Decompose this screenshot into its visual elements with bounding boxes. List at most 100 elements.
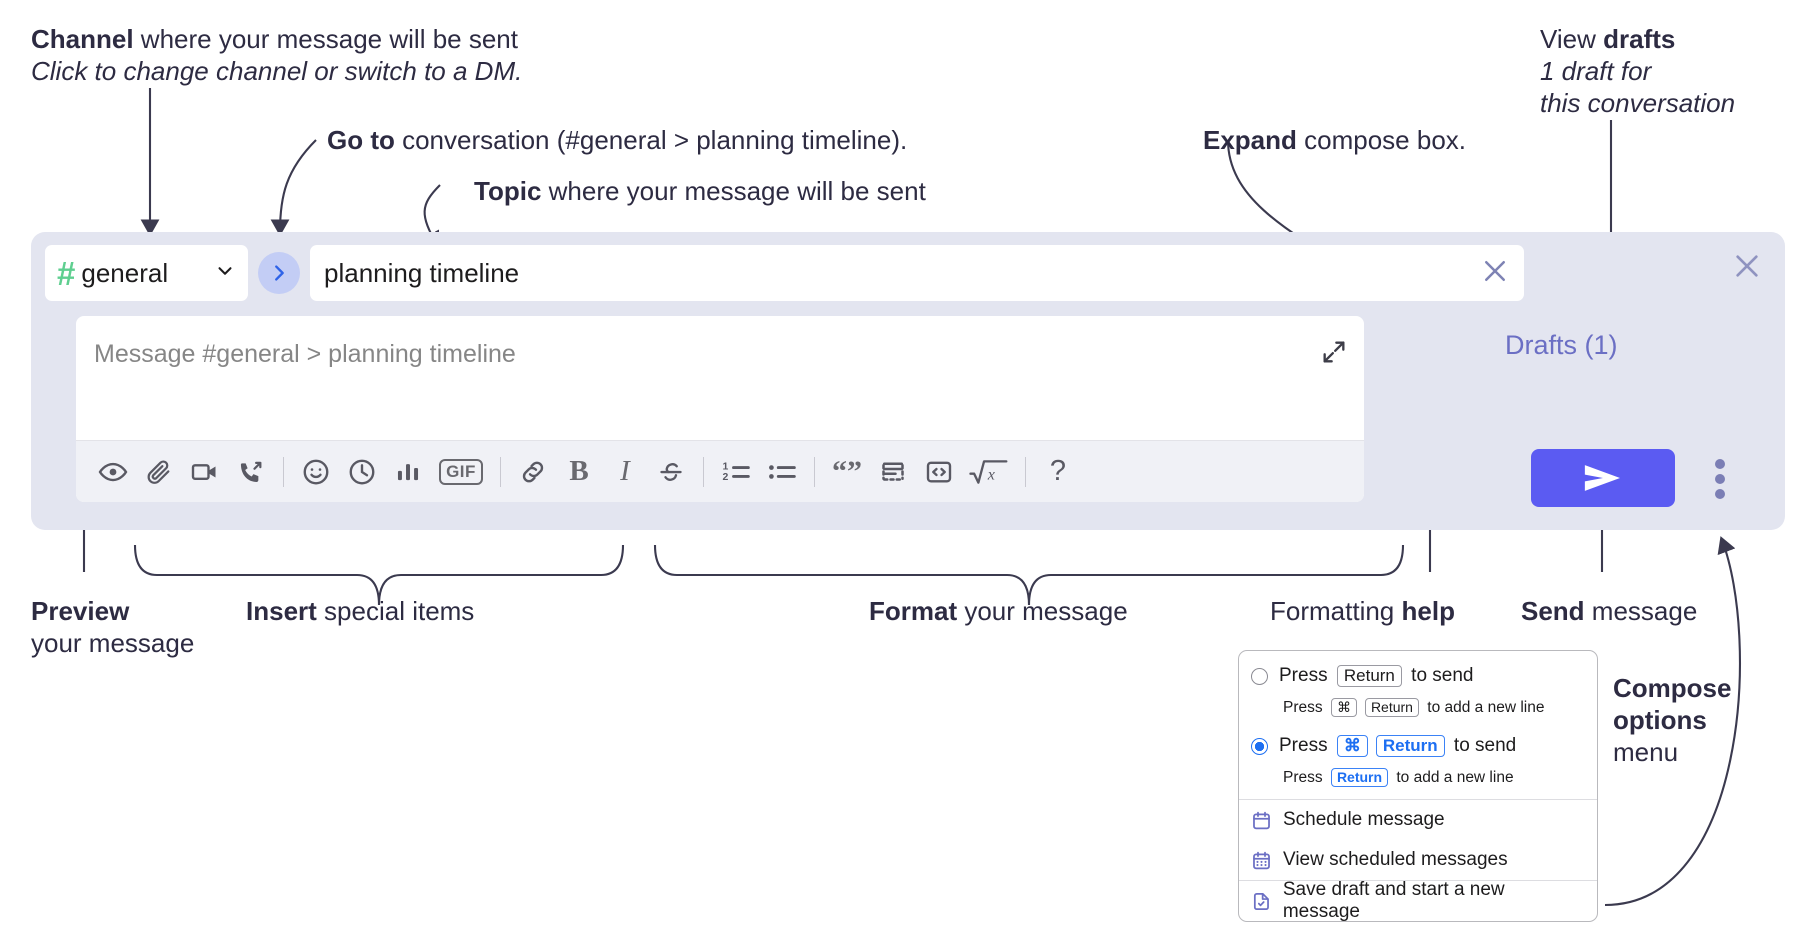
option-pre: Press	[1279, 665, 1333, 686]
radio-icon[interactable]	[1251, 667, 1268, 685]
annotation-send-rest: message	[1584, 596, 1698, 626]
menu-item-label: Schedule message	[1283, 809, 1445, 830]
link-icon[interactable]	[510, 449, 556, 495]
drafts-link[interactable]: Drafts (1)	[1505, 330, 1618, 360]
annotation-format-bold: Format	[869, 596, 958, 626]
reminder-icon[interactable]	[339, 449, 385, 495]
annotation-preview: Preview your message	[31, 595, 194, 659]
menu-divider	[1239, 880, 1597, 881]
divider	[703, 456, 704, 487]
annotation-format-rest: your message	[957, 596, 1128, 626]
annotation-goto: Go to conversation (#general > planning …	[327, 124, 907, 156]
annotation-drafts-lead: View	[1540, 24, 1604, 54]
option-post: to send	[1405, 665, 1474, 686]
huddle-icon[interactable]	[228, 449, 274, 495]
message-placeholder: Message #general > planning timeline	[94, 340, 516, 368]
annotation-compose-options-bold-1: Compose	[1613, 673, 1732, 703]
key-return: Return	[1364, 697, 1419, 717]
close-panel-button[interactable]	[1731, 250, 1763, 287]
strikethrough-icon[interactable]	[648, 449, 694, 495]
annotation-insert: Insert special items	[246, 595, 474, 627]
code-block-icon[interactable]	[870, 449, 916, 495]
compose-options-menu: Press Return to send Press ⌘ Return to ad…	[1238, 650, 1598, 922]
blockquote-icon[interactable]: “”	[824, 449, 870, 495]
send-option-return[interactable]: Press Return to send	[1239, 659, 1597, 693]
annotation-channel-rest: where your message will be sent	[133, 24, 518, 54]
annotation-compose-options-rest: menu	[1613, 737, 1679, 768]
send-icon	[1584, 465, 1620, 491]
help-label: ?	[1049, 455, 1067, 487]
svg-text:x: x	[987, 466, 995, 483]
send-button[interactable]	[1531, 449, 1675, 507]
annotation-insert-rest: special items	[316, 596, 475, 626]
compose-options-button[interactable]	[1703, 459, 1737, 499]
formatting-help-icon[interactable]: ?	[1035, 449, 1081, 495]
annotation-expand: Expand compose box.	[1203, 124, 1466, 156]
radio-icon-selected[interactable]	[1251, 737, 1268, 755]
inline-code-icon[interactable]	[916, 449, 962, 495]
chevron-right-icon	[275, 265, 284, 281]
send-option-cmd-return[interactable]: Press ⌘Return to send	[1239, 729, 1597, 763]
option-post: to send	[1448, 735, 1517, 756]
svg-text:2: 2	[722, 472, 728, 483]
bold-icon[interactable]: B	[556, 449, 602, 495]
svg-text:1: 1	[722, 461, 728, 472]
annotation-channel-italic: Click to change channel or switch to a D…	[31, 56, 523, 87]
poll-icon[interactable]	[385, 449, 431, 495]
compose-panel: # general planning timeline Message #gen…	[31, 232, 1785, 530]
topic-value: planning timeline	[324, 257, 520, 288]
menu-item-save-draft[interactable]: Save draft and start a new message	[1239, 879, 1597, 922]
hint-pre: Press	[1283, 698, 1327, 716]
attachment-icon[interactable]	[136, 449, 182, 495]
annotation-drafts-italic-1: 1 draft for	[1540, 56, 1652, 87]
bold-label: B	[569, 455, 589, 487]
menu-item-label: Save draft and start a new message	[1282, 879, 1505, 922]
quote-glyph: “”	[832, 454, 862, 488]
annotation-preview-rest: your message	[31, 628, 195, 659]
send-option-cmd-return-hint: Press Return to add a new line	[1239, 763, 1597, 791]
annotation-send: Send message	[1521, 595, 1697, 627]
math-icon[interactable]: x	[962, 449, 1016, 495]
annotation-compose-options: Compose options menu	[1613, 672, 1731, 769]
clear-topic-button[interactable]	[1480, 256, 1510, 291]
divider	[283, 456, 284, 487]
annotation-drafts-italic-2: this conversation	[1540, 88, 1736, 119]
close-icon	[1485, 260, 1505, 281]
hint-text: Press ⌘ Return to add a new line	[1283, 697, 1545, 717]
annotation-goto-rest: conversation (#general > planning timeli…	[394, 125, 908, 155]
send-option-return-hint: Press ⌘ Return to add a new line	[1239, 693, 1597, 721]
key-return: Return	[1375, 735, 1445, 757]
annotation-drafts-bold: drafts	[1603, 24, 1676, 54]
annotation-help: Formatting help	[1270, 595, 1455, 627]
goto-conversation-button[interactable]	[258, 252, 300, 294]
annotation-compose-options-bold-2: options	[1613, 705, 1707, 736]
message-input-area[interactable]: Message #general > planning timeline	[76, 316, 1364, 502]
annotation-help-bold: help	[1401, 596, 1455, 626]
annotation-topic-bold: Topic	[474, 176, 542, 206]
preview-icon[interactable]	[90, 449, 136, 495]
close-icon	[1736, 255, 1758, 277]
divider	[814, 456, 815, 487]
video-icon[interactable]	[182, 449, 228, 495]
emoji-icon[interactable]	[293, 449, 339, 495]
hint-post: to add a new line	[1422, 698, 1545, 716]
menu-item-schedule-message[interactable]: Schedule message	[1239, 800, 1597, 840]
save-draft-icon	[1253, 892, 1269, 910]
channel-selector[interactable]: # general	[45, 245, 248, 301]
bulleted-list-icon[interactable]	[759, 449, 805, 495]
topic-field[interactable]: planning timeline	[310, 245, 1524, 301]
gif-icon[interactable]: GIF	[431, 449, 491, 495]
expand-icon	[1323, 341, 1345, 363]
menu-item-view-scheduled[interactable]: View scheduled messages	[1239, 840, 1597, 880]
menu-item-label: View scheduled messages	[1283, 849, 1508, 870]
send-option-return-text: Press Return to send	[1279, 665, 1474, 687]
expand-compose-button[interactable]	[1320, 338, 1348, 371]
annotation-help-lead: Formatting	[1270, 596, 1402, 626]
annotation-insert-bold: Insert	[246, 596, 317, 626]
key-command: ⌘	[1330, 697, 1357, 717]
italic-icon[interactable]: I	[602, 449, 648, 495]
key-command: ⌘	[1336, 735, 1368, 757]
